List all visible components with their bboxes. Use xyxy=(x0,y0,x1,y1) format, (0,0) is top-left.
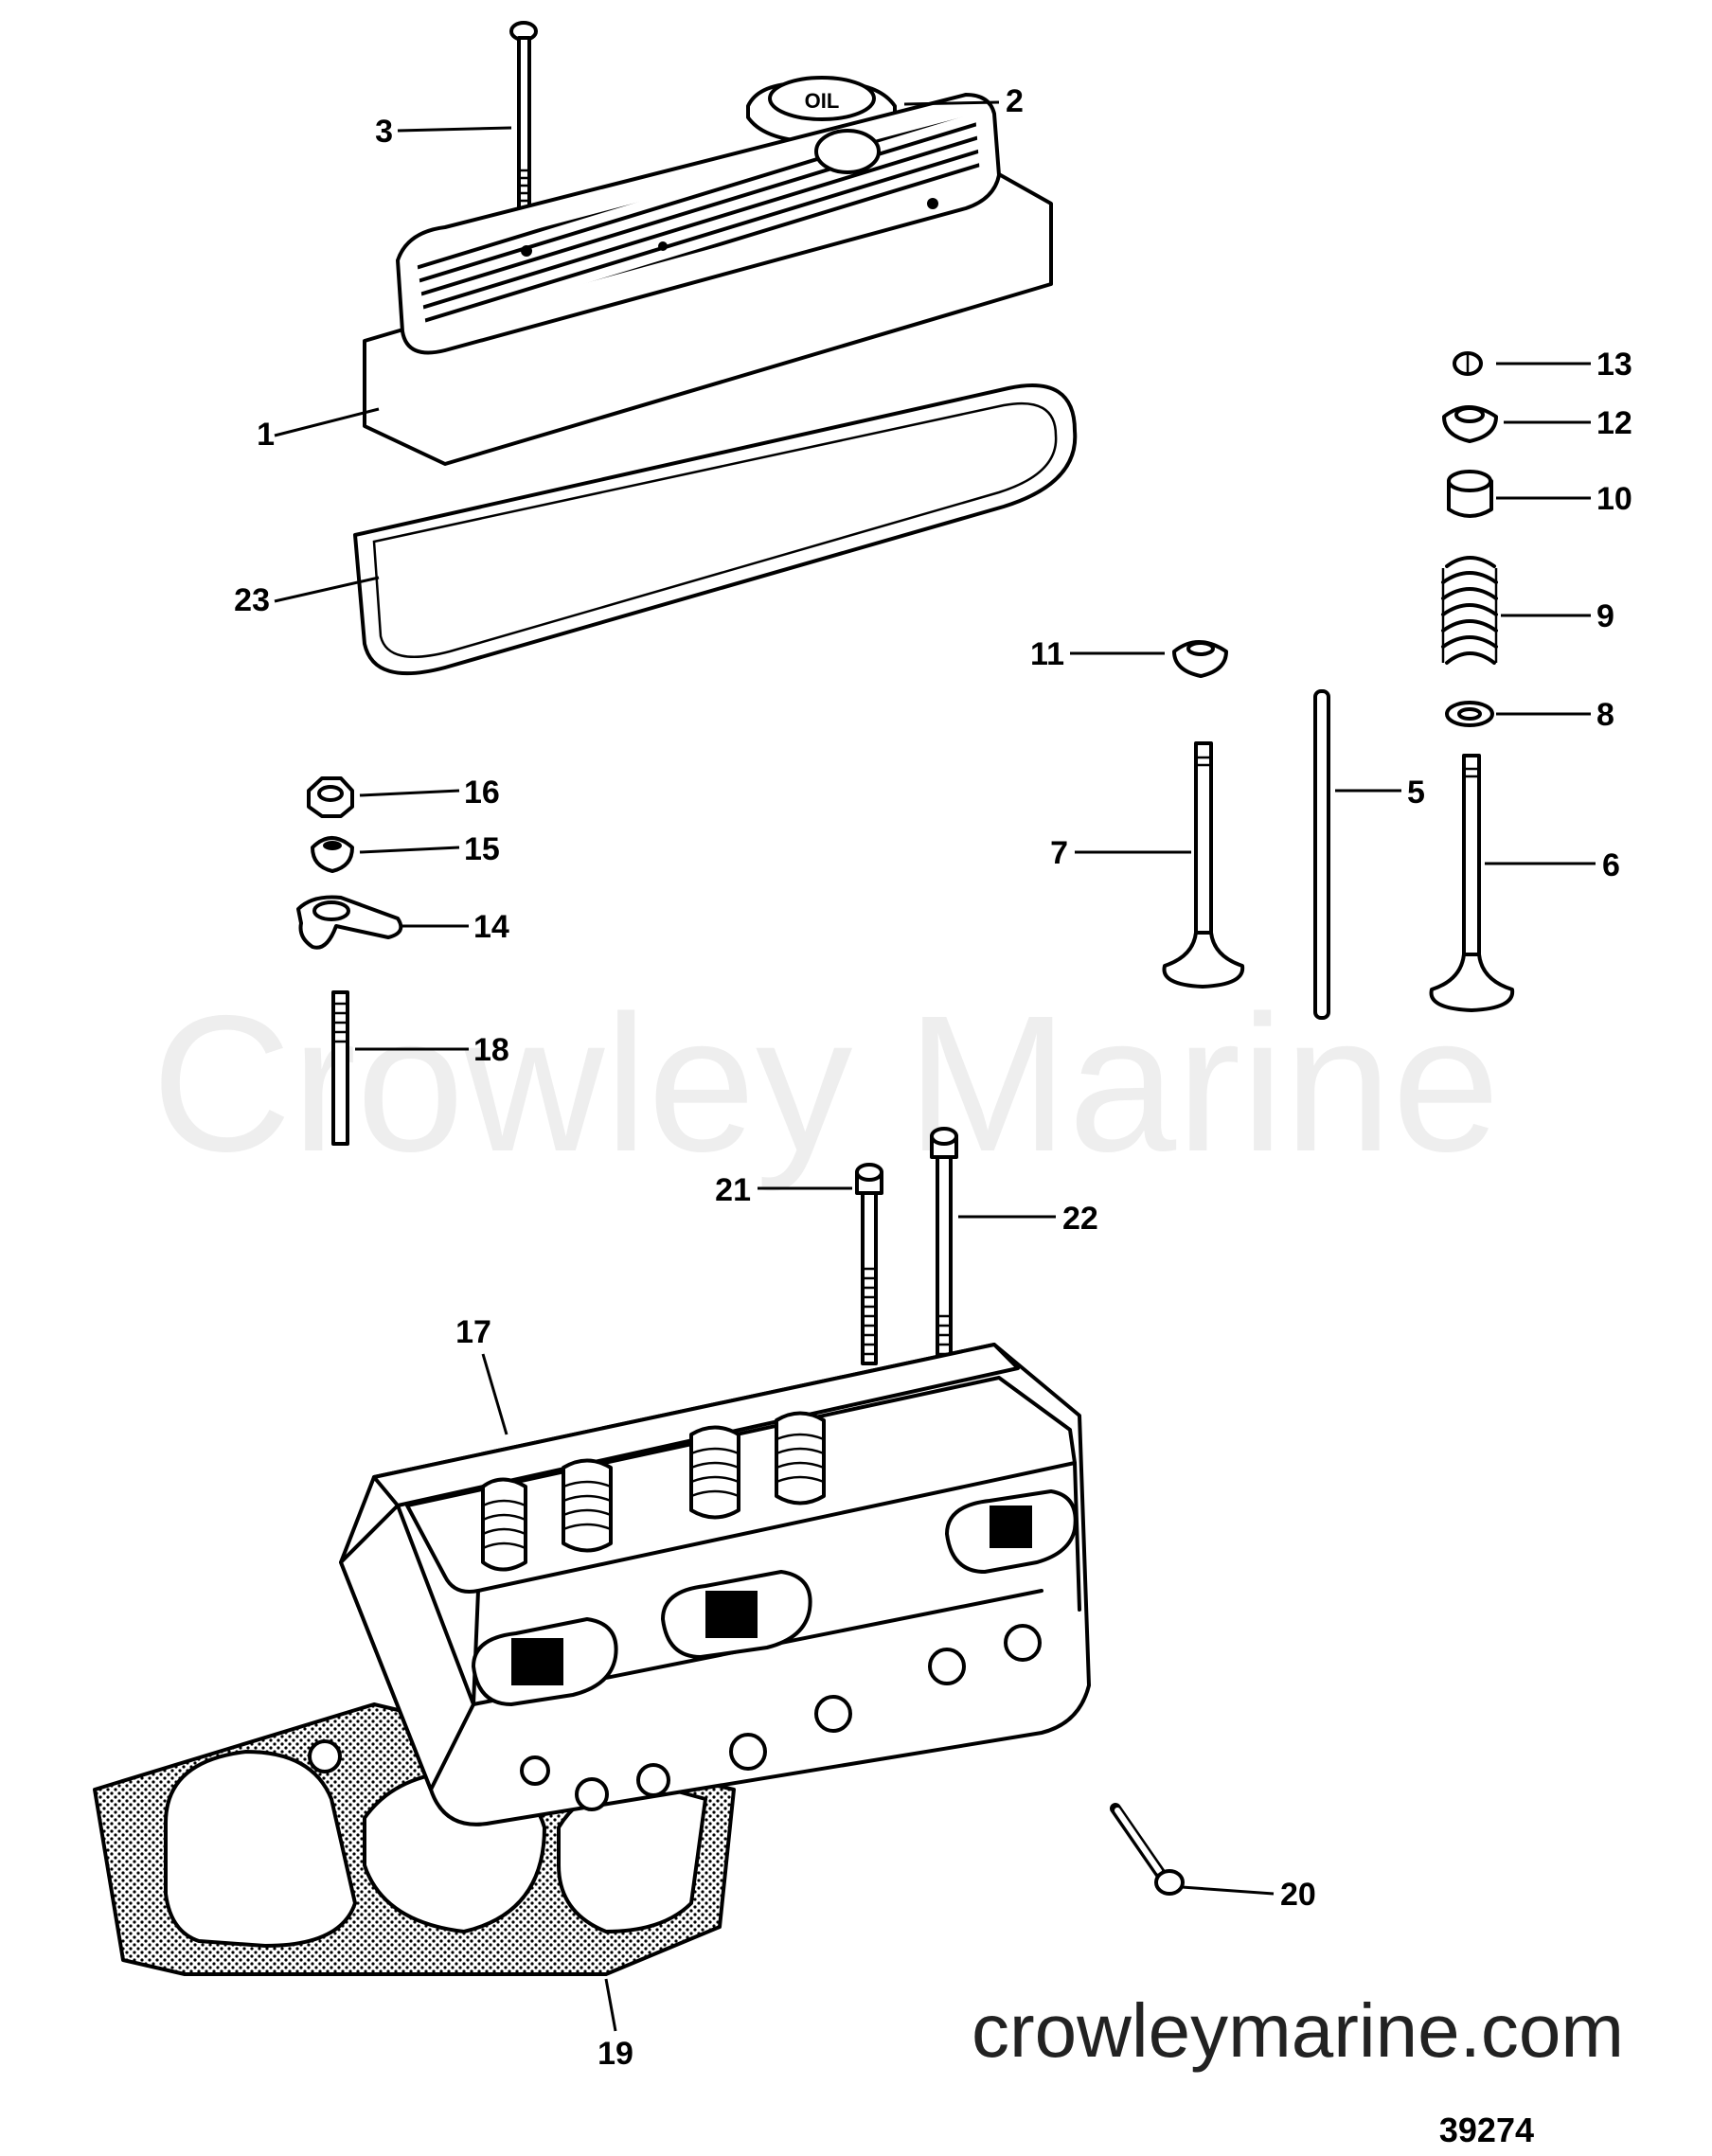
part-19-head-gasket xyxy=(93,1702,736,1976)
callout-18: 18 xyxy=(473,1032,509,1068)
callout-5: 5 xyxy=(1407,775,1425,811)
watermark-text: Crowley Marine xyxy=(152,975,1500,1192)
leader-lines xyxy=(274,100,1596,2032)
part-10-shield xyxy=(1447,470,1493,518)
part-22-bolt xyxy=(930,1127,958,1410)
callout-20: 20 xyxy=(1280,1877,1316,1913)
part-12-retainer xyxy=(1442,405,1498,443)
callout-14: 14 xyxy=(473,909,509,945)
part-11-rotator xyxy=(1172,640,1228,678)
callout-19: 19 xyxy=(597,2036,633,2072)
callout-17: 17 xyxy=(455,1314,491,1350)
part-16-nut xyxy=(307,776,354,818)
callout-7: 7 xyxy=(1050,835,1068,871)
callout-10: 10 xyxy=(1596,481,1632,517)
part-1-valve-cover xyxy=(363,93,1053,466)
part-7-valve xyxy=(1162,741,1245,989)
part-23-gasket xyxy=(353,383,1078,676)
callout-11: 11 xyxy=(1030,636,1064,672)
callout-6: 6 xyxy=(1602,847,1620,883)
part-21-bolt xyxy=(855,1163,883,1365)
callout-8: 8 xyxy=(1596,697,1614,733)
callout-23: 23 xyxy=(234,582,270,618)
callout-22: 22 xyxy=(1062,1201,1098,1237)
callout-21: 21 xyxy=(715,1172,751,1208)
part-8-seal xyxy=(1445,701,1494,727)
part-17-cylinder-head xyxy=(339,1343,1091,1826)
website-text: crowleymarine.com xyxy=(972,1988,1624,2073)
callout-labels: 1 2 3 5 6 7 8 9 10 11 12 13 14 15 16 17 … xyxy=(234,83,1632,2072)
callout-3: 3 xyxy=(375,114,393,150)
part-14-rocker-arm xyxy=(296,895,403,950)
callout-2: 2 xyxy=(1006,83,1024,119)
part-5-pushrod xyxy=(1313,689,1330,1020)
oil-cap-label: OIL xyxy=(805,89,840,113)
figure-number: 39274 xyxy=(1439,2111,1534,2149)
callout-13: 13 xyxy=(1596,347,1632,383)
callout-16: 16 xyxy=(464,775,500,811)
part-6-valve xyxy=(1429,754,1515,1012)
part-20-bolt xyxy=(1110,1803,1185,1896)
part-18-stud xyxy=(331,990,349,1146)
callout-1: 1 xyxy=(257,417,275,453)
callout-9: 9 xyxy=(1596,598,1614,634)
part-3-bolt xyxy=(509,21,538,220)
part-9-spring xyxy=(1441,556,1498,665)
callout-15: 15 xyxy=(464,831,500,867)
part-15-ball xyxy=(311,836,354,873)
part-13-keepers xyxy=(1453,351,1483,376)
callout-12: 12 xyxy=(1596,405,1632,441)
